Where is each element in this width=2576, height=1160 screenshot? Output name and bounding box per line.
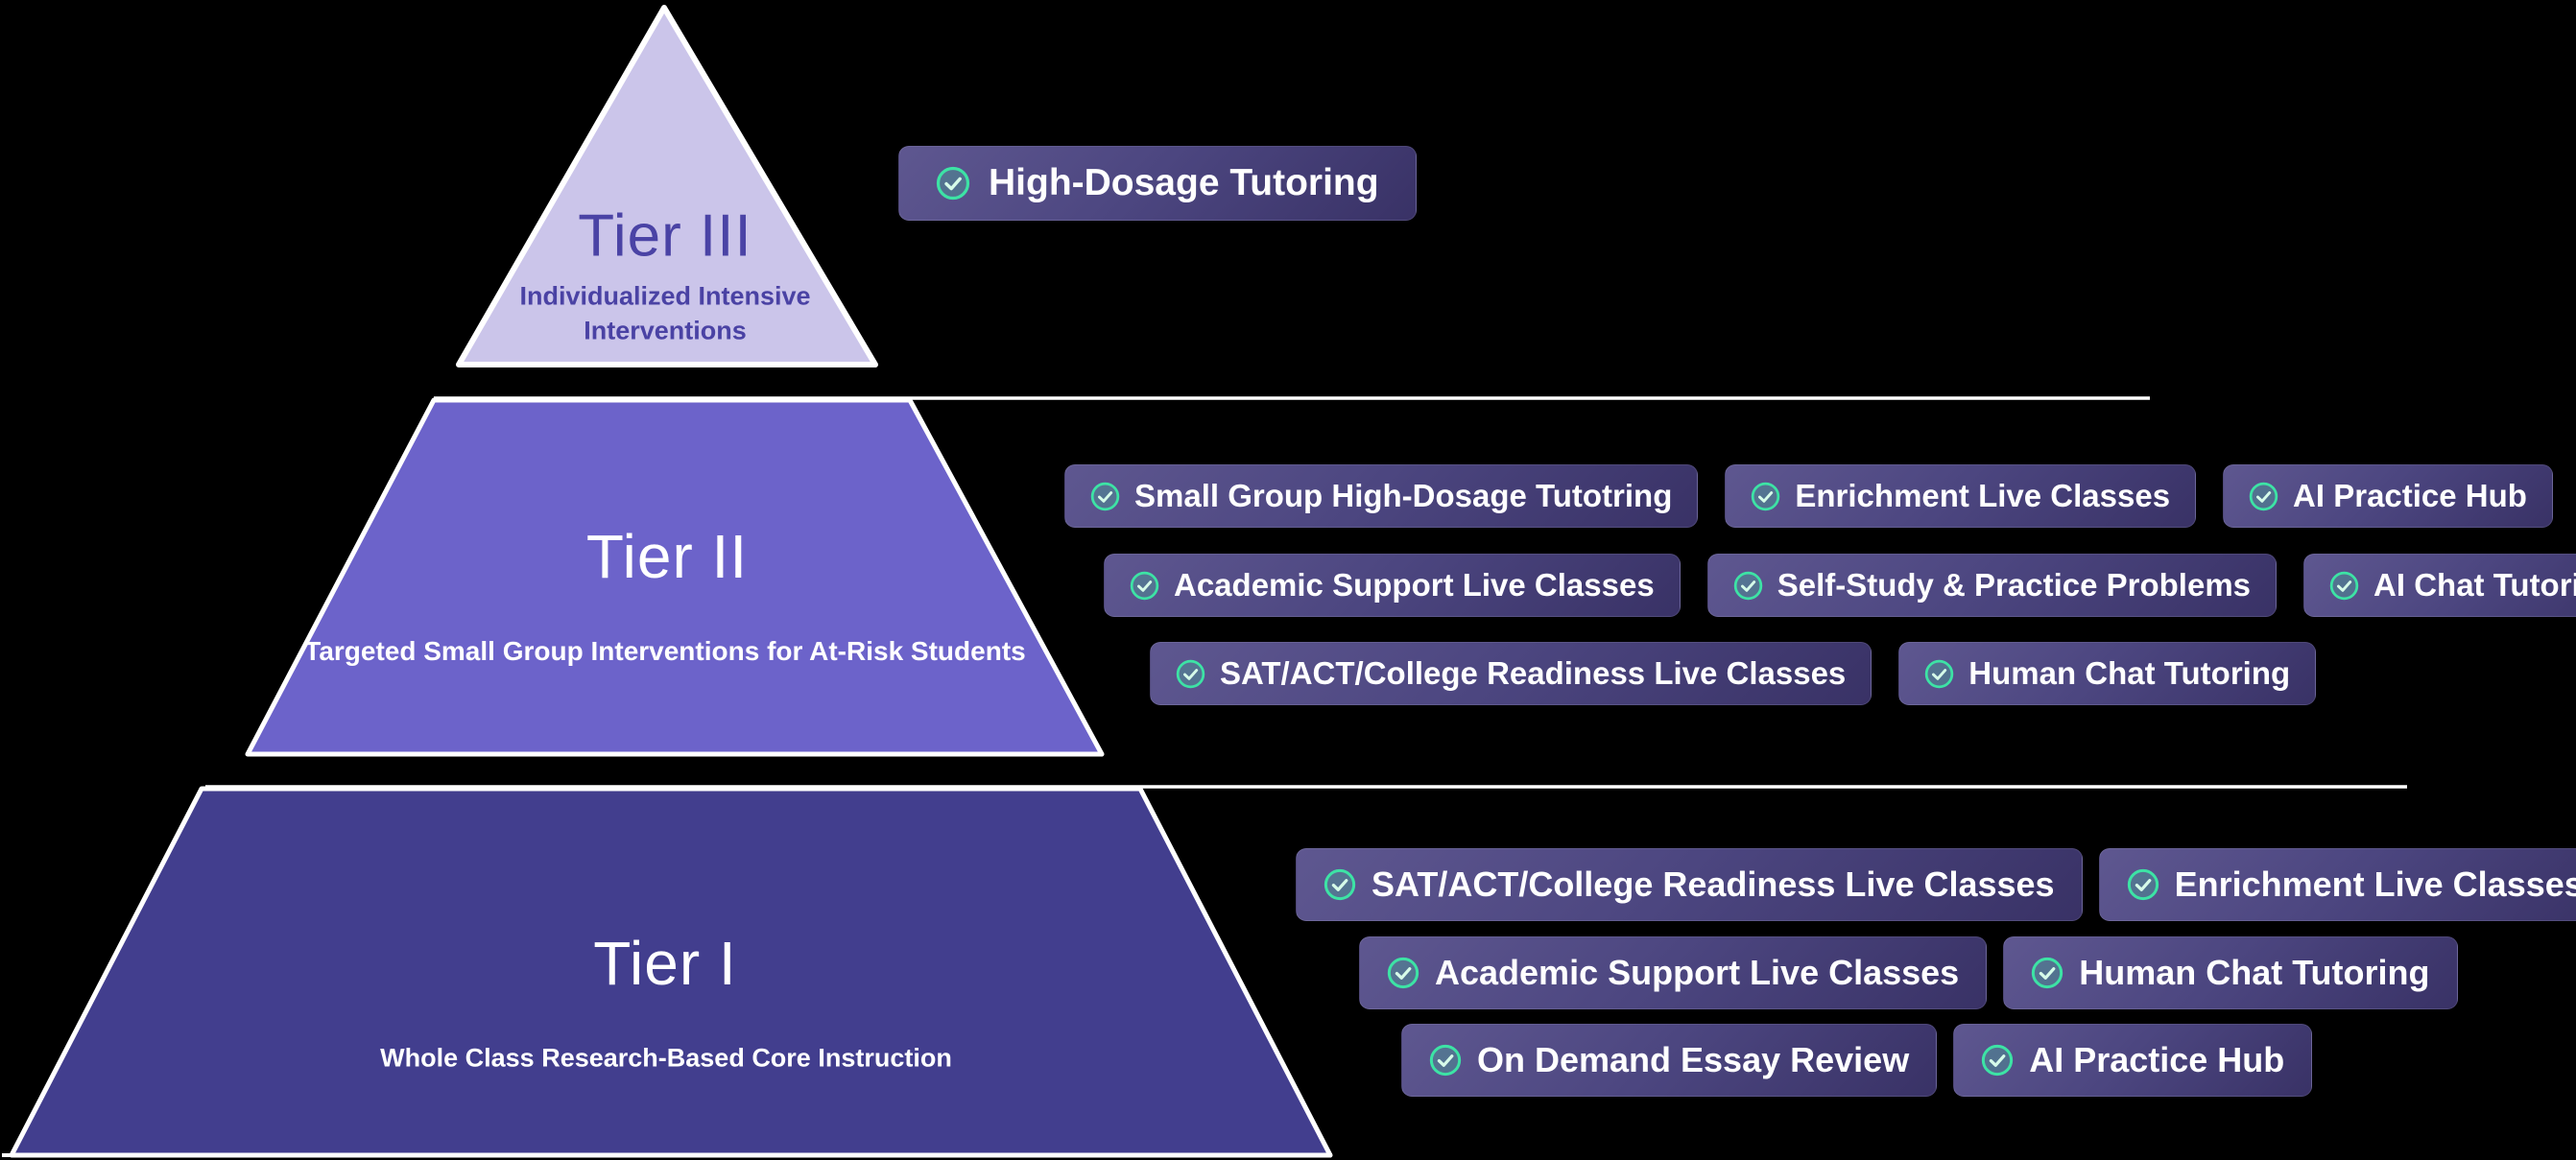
tier3-triangle (456, 5, 878, 367)
badge-on-demand-essay-review: On Demand Essay Review (1401, 1024, 1938, 1097)
badge-academic-support-live-classes: Academic Support Live Classes (1104, 554, 1681, 617)
check-circle-icon (2127, 868, 2159, 901)
badge-label: Human Chat Tutoring (1968, 655, 2291, 691)
badge-sat-act-college-readiness-live-classes: SAT/ACT/College Readiness Live Classes (1296, 848, 2083, 921)
badge-enrichment-live-classes: Enrichment Live Classes (1725, 464, 2197, 528)
check-circle-icon (2329, 571, 2359, 601)
tier1-badge-row-3: On Demand Essay Review AI Practice Hub (1401, 1024, 2313, 1097)
check-circle-icon (1924, 659, 1954, 689)
badge-label: Small Group High-Dosage Tutotring (1134, 478, 1673, 513)
badge-label: Self-Study & Practice Problems (1777, 567, 2252, 603)
badge-label: SAT/ACT/College Readiness Live Classes (1220, 655, 1847, 691)
badge-high-dosage-tutoring: High-Dosage Tutoring (898, 146, 1417, 221)
check-circle-icon (2031, 957, 2063, 989)
badge-label: Enrichment Live Classes (1795, 478, 2171, 513)
badge-ai-chat-tutoring: AI Chat Tutoring (2303, 554, 2576, 617)
tier1-trapezoid (9, 786, 1333, 1158)
badge-self-study-practice-problems: Self-Study & Practice Problems (1706, 554, 2278, 617)
tier1-badge-row-1: SAT/ACT/College Readiness Live Classes E… (1296, 848, 2576, 921)
badge-human-chat-tutoring: Human Chat Tutoring (1898, 642, 2317, 705)
badge-human-chat-tutoring: Human Chat Tutoring (2003, 936, 2458, 1009)
check-circle-icon (1387, 957, 1419, 989)
check-circle-icon (1176, 659, 1205, 689)
check-circle-icon (1981, 1044, 2014, 1077)
check-circle-icon (1751, 482, 1780, 511)
tier2-badge-row-1: Small Group High-Dosage Tutotring Enrich… (1064, 464, 2553, 528)
badge-label: Academic Support Live Classes (1435, 953, 1960, 992)
badge-academic-support-live-classes: Academic Support Live Classes (1359, 936, 1988, 1009)
tier2-trapezoid (245, 397, 1105, 757)
tier3-badge-row: High-Dosage Tutoring (898, 146, 1417, 221)
tier2-badge-row-3: SAT/ACT/College Readiness Live Classes H… (1150, 642, 2317, 705)
badge-label: AI Chat Tutoring (2373, 567, 2576, 603)
badge-label: AI Practice Hub (2293, 478, 2527, 513)
badge-sat-act-college-readiness-live-classes: SAT/ACT/College Readiness Live Classes (1150, 642, 1872, 705)
check-circle-icon (1130, 571, 1159, 601)
badge-enrichment-live-classes: Enrichment Live Classes (2098, 848, 2576, 921)
check-circle-icon (1733, 571, 1763, 601)
badge-ai-practice-hub: AI Practice Hub (1953, 1024, 2313, 1097)
badge-label: Human Chat Tutoring (2079, 953, 2430, 992)
check-circle-icon (1429, 1044, 1462, 1077)
badge-label: Enrichment Live Classes (2174, 864, 2576, 904)
badge-small-group-high-dosage-tutotring: Small Group High-Dosage Tutotring (1064, 464, 1699, 528)
badge-label: Academic Support Live Classes (1174, 567, 1655, 603)
badge-label: On Demand Essay Review (1477, 1040, 1910, 1079)
check-circle-icon (2249, 482, 2278, 511)
check-circle-icon (936, 166, 970, 201)
tier1-badge-row-2: Academic Support Live Classes Human Chat… (1359, 936, 2458, 1009)
badge-label: AI Practice Hub (2029, 1040, 2285, 1079)
badge-ai-practice-hub: AI Practice Hub (2223, 464, 2553, 528)
check-circle-icon (1324, 868, 1356, 901)
badge-label: High-Dosage Tutoring (989, 162, 1379, 203)
tier2-badge-row-2: Academic Support Live Classes Self-Study… (1104, 554, 2576, 617)
check-circle-icon (1090, 482, 1120, 511)
badge-label: SAT/ACT/College Readiness Live Classes (1371, 864, 2055, 904)
